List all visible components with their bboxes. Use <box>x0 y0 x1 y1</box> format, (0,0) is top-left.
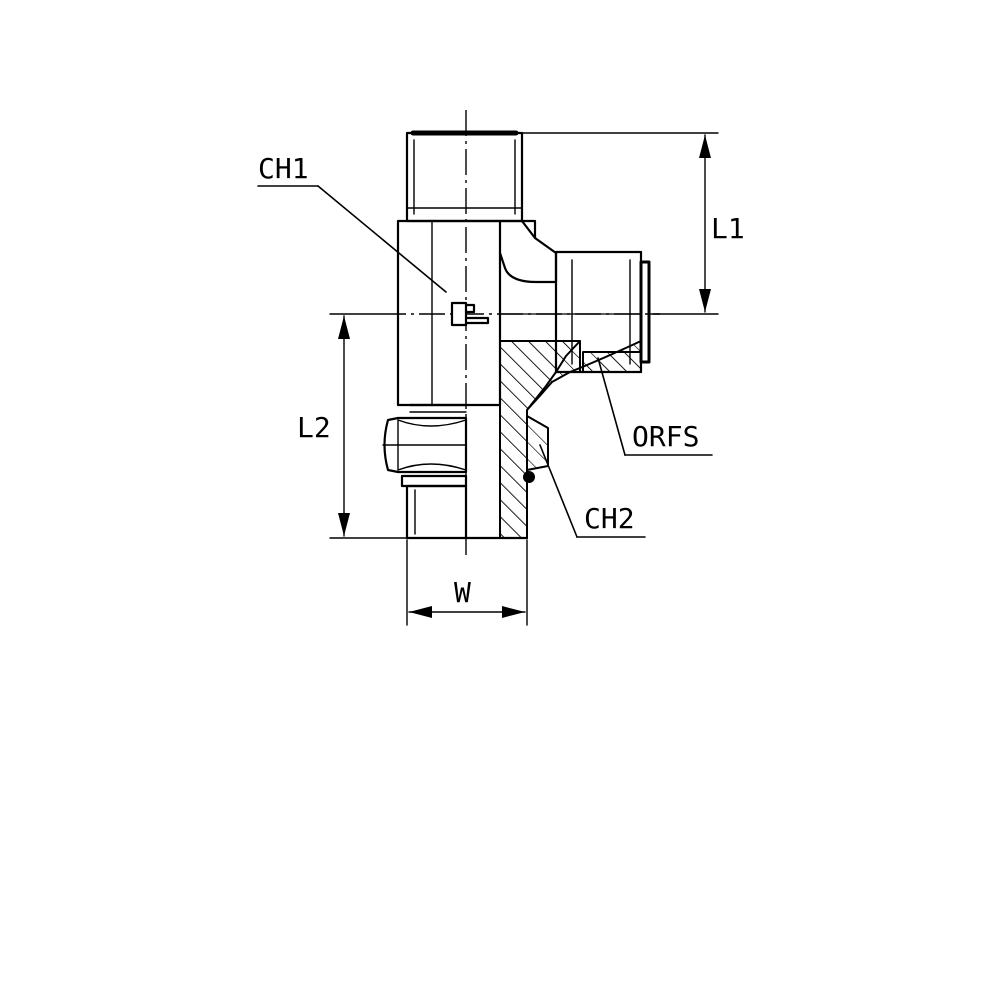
dimension-l2 <box>329 313 408 539</box>
label-ch2: CH2 <box>584 502 635 535</box>
leader-orfs <box>597 357 713 456</box>
dimension-l1 <box>521 132 719 315</box>
leader-ch1 <box>257 185 447 293</box>
hatched-section <box>499 340 642 539</box>
dimension-w <box>406 539 528 626</box>
seal-washer <box>400 415 549 488</box>
leader-ch2 <box>539 444 646 538</box>
label-ch1: CH1 <box>258 152 309 185</box>
top-thread-end <box>405 130 524 223</box>
body-elbow-profile <box>498 219 558 284</box>
label-l1: L1 <box>711 212 745 245</box>
hex-nut <box>382 416 468 474</box>
label-l2: L2 <box>297 411 331 444</box>
label-w: W <box>454 576 471 609</box>
bottom-stud-end <box>405 484 529 540</box>
ch1-marker <box>450 301 490 327</box>
tee-body <box>396 219 502 413</box>
label-orfs: ORFS <box>632 420 699 453</box>
